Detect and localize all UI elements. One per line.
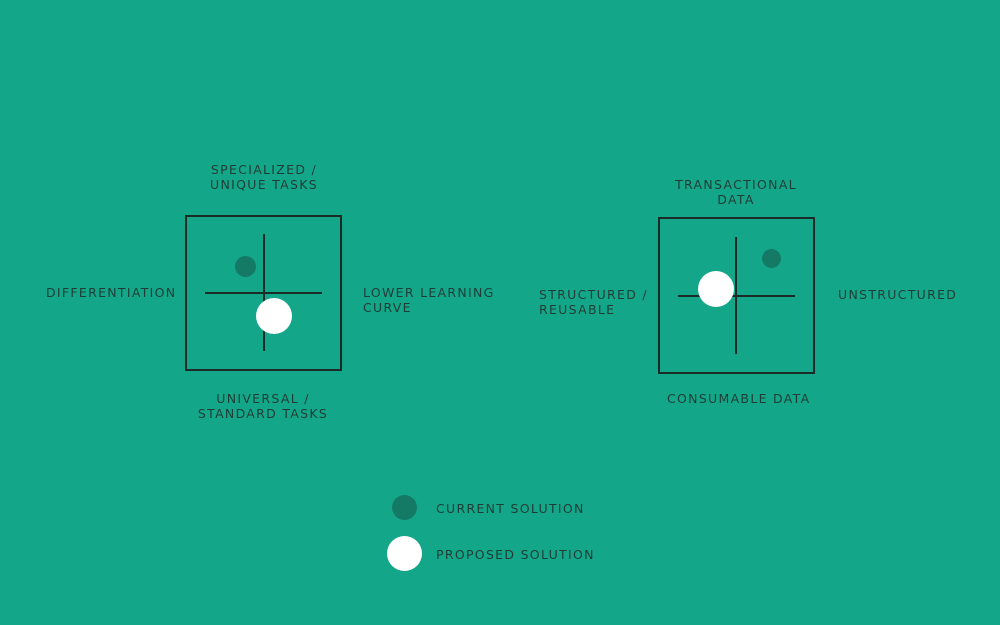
right-bottom-label: CONSUMABLE DATA: [667, 391, 811, 406]
left-diagram-frame: [185, 215, 342, 371]
right-diagram-frame: [658, 217, 815, 374]
right-top-label-line2: DATA: [717, 192, 755, 207]
right-left-label-line2: REUSABLE: [539, 302, 616, 317]
right-left-label: STRUCTURED / REUSABLE: [539, 287, 648, 317]
left-current-solution-dot: [235, 256, 256, 277]
right-current-solution-dot: [762, 249, 781, 268]
left-top-label-line2: UNIQUE TASKS: [210, 177, 318, 192]
left-bottom-label-line2: STANDARD TASKS: [197, 406, 329, 421]
right-top-label-line1: TRANSACTIONAL: [675, 177, 797, 192]
left-left-label: DIFFERENTIATION: [46, 285, 177, 300]
left-right-label: LOWER LEARNING CURVE: [363, 285, 495, 315]
left-top-label: SPECIALIZED / UNIQUE TASKS: [195, 162, 333, 192]
legend-current-solution-swatch: [392, 495, 417, 520]
legend-proposed-solution-swatch: [387, 536, 422, 571]
right-right-label: UNSTRUCTURED: [838, 287, 958, 302]
left-bottom-label: UNIVERSAL / STANDARD TASKS: [185, 391, 341, 421]
right-vertical-axis: [735, 237, 737, 354]
left-top-label-line1: SPECIALIZED /: [210, 162, 318, 177]
left-right-label-line1: LOWER LEARNING: [363, 285, 495, 300]
left-vertical-axis: [263, 234, 265, 351]
right-proposed-solution-dot: [698, 271, 734, 307]
legend-current-solution-label: CURRENT SOLUTION: [436, 501, 585, 516]
right-left-label-line1: STRUCTURED /: [539, 287, 648, 302]
left-bottom-label-line1: UNIVERSAL /: [216, 391, 310, 406]
legend-proposed-solution-label: PROPOSED SOLUTION: [436, 547, 595, 562]
left-right-label-line2: CURVE: [363, 300, 412, 315]
left-proposed-solution-dot: [256, 298, 292, 334]
right-top-label: TRANSACTIONAL DATA: [660, 177, 812, 207]
